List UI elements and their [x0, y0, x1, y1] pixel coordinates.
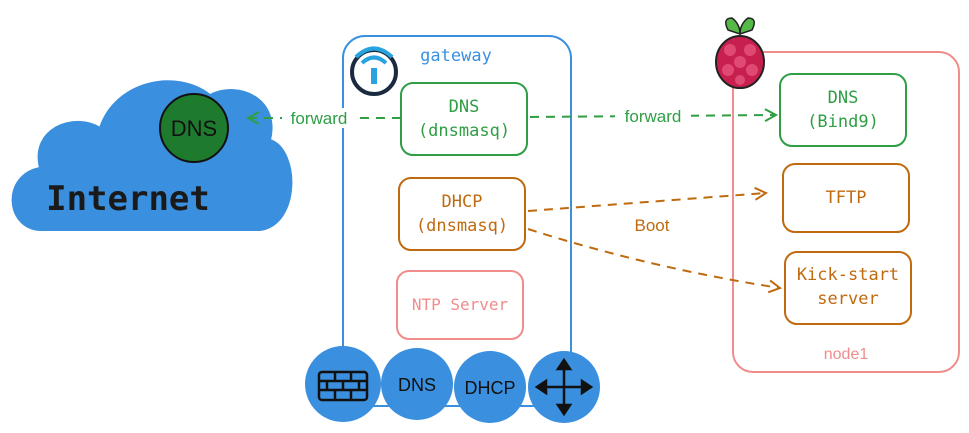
gateway-dns-line2: (dnsmasq): [418, 121, 510, 141]
gateway-dhcp-box: DHCP (dnsmasq): [398, 177, 526, 251]
gateway-title: gateway: [420, 46, 492, 66]
internet-dns-badge: DNS: [159, 93, 229, 163]
node1-tftp-label: TFTP: [826, 188, 867, 208]
gateway-bottom-icons: DNS DHCP: [305, 346, 600, 423]
gateway-dhcp-line1: DHCP: [442, 192, 483, 212]
gateway-dns-box: DNS (dnsmasq): [400, 82, 528, 156]
gateway-dns-line1: DNS: [449, 97, 480, 117]
edge-forward-to-node1: forward: [529, 106, 776, 126]
edge-forward-right-label: forward: [625, 107, 682, 126]
wifi-icon: [350, 46, 398, 96]
edge-forward-to-internet: forward: [248, 108, 401, 128]
node1-dns-line1: DNS: [828, 88, 859, 108]
gateway-dhcp-line2: (dnsmasq): [416, 216, 508, 236]
node1-container: node1: [715, 17, 960, 373]
node1-kickstart-box: Kick-start server: [784, 251, 912, 325]
gateway-container: gateway: [342, 35, 572, 407]
edge-boot-kickstart: [527, 228, 780, 288]
edge-forward-left-label: forward: [291, 109, 348, 128]
node1-tftp-box: TFTP: [782, 163, 910, 233]
router-arrows-icon: [528, 351, 600, 423]
internet-label: Internet: [46, 179, 210, 219]
edge-boot-label: Boot: [635, 216, 670, 235]
dhcp-circle-label: DHCP: [464, 378, 515, 398]
gateway-ntp-label: NTP Server: [412, 295, 509, 314]
dns-circle-label: DNS: [398, 375, 436, 395]
gateway-ntp-box: NTP Server: [396, 270, 524, 340]
node1-title: node1: [824, 346, 869, 363]
dns-circle: DNS: [381, 348, 453, 420]
internet-dns-label: DNS: [171, 116, 217, 141]
node1-kickstart-line1: Kick-start: [797, 265, 899, 285]
edge-boot-tftp: [527, 193, 766, 212]
node1-kickstart-line2: server: [817, 289, 878, 309]
dhcp-circle: DHCP: [454, 351, 526, 423]
node1-dns-box: DNS (Bind9): [779, 73, 907, 147]
internet-cloud: Internet DNS: [11, 80, 293, 231]
raspberry-pi-icon: [715, 17, 765, 89]
firewall-icon: [305, 346, 381, 422]
node1-dns-line2: (Bind9): [807, 112, 879, 132]
